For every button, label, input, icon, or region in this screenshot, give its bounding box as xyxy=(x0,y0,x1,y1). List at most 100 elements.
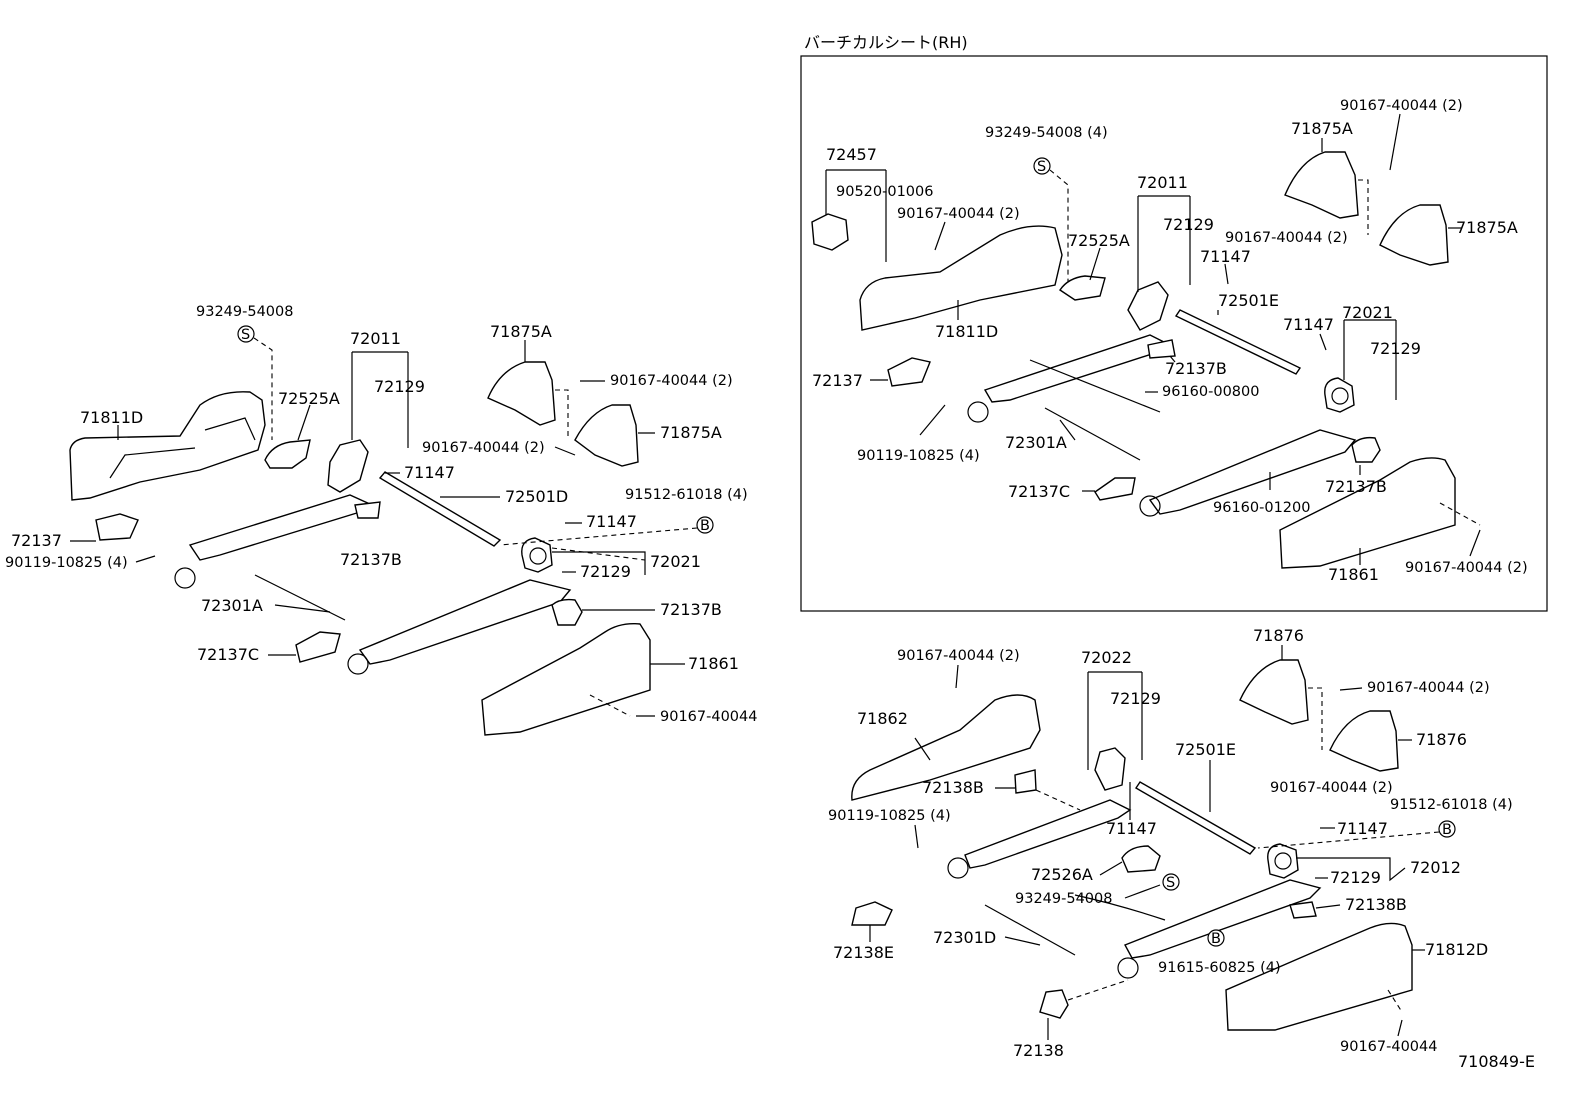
lower-part-72301d-cable xyxy=(984,904,1076,956)
rh-label-72129-b: 72129 xyxy=(1370,339,1421,358)
leader-72021-dash xyxy=(551,547,646,561)
lower-label-71147-a: 71147 xyxy=(1106,819,1157,838)
label-90167-40044-2b: 90167-40044 (2) xyxy=(422,440,545,456)
lower-label-72138b-2: 72138B xyxy=(1345,895,1407,914)
lower-label-72022: 72022 xyxy=(1081,648,1132,667)
part-72137-shape xyxy=(95,513,139,541)
rh-section-title: バーチカルシート(RH) xyxy=(804,33,968,52)
leader-72021 xyxy=(552,551,646,575)
rh-leader-90119 xyxy=(919,404,946,436)
label-72525a: 72525A xyxy=(278,389,340,408)
lower-label-72138: 72138 xyxy=(1013,1041,1064,1060)
lower-part-72138b-lower-shape xyxy=(1289,901,1317,919)
rh-label-72021: 72021 xyxy=(1342,303,1393,322)
part-71875a-upper-shape xyxy=(487,361,556,426)
lower-leader-90119 xyxy=(914,824,919,849)
rh-leader-90167-a xyxy=(1389,113,1401,171)
lower-part-72022-shape xyxy=(1094,747,1126,791)
lower-part-71862-shape xyxy=(851,694,1041,801)
lower-label-72526a: 72526A xyxy=(1031,865,1093,884)
rh-part-71875a-lower-shape xyxy=(1379,204,1449,266)
rh-part-71811d-shape xyxy=(859,225,1063,331)
rh-leader-71147a xyxy=(1224,263,1229,285)
leader-71875a-dash xyxy=(555,389,569,440)
lower-part-72501e-rod xyxy=(1135,781,1257,855)
lower-leader-71876-dash xyxy=(1308,687,1323,750)
lower-leader-71862 xyxy=(914,737,931,761)
rh-label-72137c: 72137C xyxy=(1008,482,1070,501)
leader-72301a xyxy=(274,604,331,613)
label-72129-b: 72129 xyxy=(580,562,631,581)
label-72137c: 72137C xyxy=(197,645,259,664)
s-symbol-lower xyxy=(1162,873,1180,891)
rh-part-72501e-rod xyxy=(1174,309,1302,375)
rh-label-72137: 72137 xyxy=(812,371,863,390)
rh-label-96160-01200: 96160-01200 xyxy=(1213,500,1311,516)
b-symbol-left xyxy=(696,516,714,534)
b-symbol-left-letter: B xyxy=(700,518,710,534)
rh-label-72501e: 72501E xyxy=(1218,291,1279,310)
rh-part-lower-rail xyxy=(1148,429,1357,515)
lower-label-91512-61018: 91512-61018 (4) xyxy=(1390,797,1513,813)
leader-s-left xyxy=(253,337,273,440)
lower-label-72138b-1: 72138B xyxy=(922,778,984,797)
rh-label-72457: 72457 xyxy=(826,145,877,164)
lower-part-lower-rail xyxy=(1124,879,1322,959)
leader-72525a xyxy=(297,404,311,441)
b-symbol-lower-right xyxy=(1438,820,1456,838)
lower-label-91615-60825: 91615-60825 (4) xyxy=(1158,960,1281,976)
rh-leader-72457 xyxy=(825,169,887,262)
lower-label-71876-b: 71876 xyxy=(1416,730,1467,749)
rh-leader-72021 xyxy=(1343,319,1397,400)
part-72501d-rod xyxy=(378,471,502,547)
rh-label-72011: 72011 xyxy=(1137,173,1188,192)
label-71811d: 71811D xyxy=(80,408,143,427)
s-symbol-left-letter: S xyxy=(241,327,250,343)
rh-part-72137c-shape xyxy=(1094,477,1136,501)
part-72021-hub xyxy=(529,547,547,565)
rh-leader-90167-d xyxy=(1439,502,1481,526)
rh-part-72457-shape xyxy=(811,213,849,251)
rh-leader-90167-d-tail xyxy=(1469,529,1481,557)
rh-label-71147-a: 71147 xyxy=(1200,247,1251,266)
lower-part-71812d-shape xyxy=(1225,922,1413,1031)
lower-label-90167-40044: 90167-40044 xyxy=(1340,1039,1438,1055)
label-93249-54008: 93249-54008 xyxy=(196,304,294,320)
left-assembly: S B 93249-54008 72011 72129 71811D 72525… xyxy=(5,304,758,736)
label-71875a-1: 71875A xyxy=(490,322,552,341)
part-72011-shape xyxy=(327,439,369,493)
rh-label-93249-54008: 93249-54008 (4) xyxy=(985,125,1108,141)
rh-part-front-foot xyxy=(967,401,989,423)
label-72129-a: 72129 xyxy=(374,377,425,396)
rh-label-71861: 71861 xyxy=(1328,565,1379,584)
part-72021-shape xyxy=(521,537,553,573)
rh-label-96160-00800: 96160-00800 xyxy=(1162,384,1260,400)
rh-label-72525a: 72525A xyxy=(1068,231,1130,250)
rh-part-72021-shape xyxy=(1324,377,1355,413)
lower-leader-b-right xyxy=(1257,831,1440,849)
part-72525a-shape xyxy=(264,439,311,469)
rh-leader-90167-b xyxy=(934,221,946,251)
s-symbol-lower-letter: S xyxy=(1166,875,1175,891)
s-symbol-rh xyxy=(1033,157,1051,175)
lower-leader-90167 xyxy=(1397,1019,1403,1037)
b-symbol-lower-letter: B xyxy=(1211,931,1221,947)
lower-leader-90167-b xyxy=(955,664,959,689)
lower-leader-72138b-dash xyxy=(1035,789,1081,811)
lower-leader-72301d xyxy=(1004,936,1041,946)
rh-label-90167-40044-2d: 90167-40044 (2) xyxy=(1405,560,1528,576)
leader-90167-b xyxy=(554,446,576,456)
rh-label-90520-01006: 90520-01006 xyxy=(836,184,934,200)
rh-label-72129-a: 72129 xyxy=(1163,215,1214,234)
lower-part-upper-rail xyxy=(964,799,1132,869)
part-71875a-lower-shape xyxy=(574,404,639,467)
lower-label-90167-40044-2a: 90167-40044 (2) xyxy=(1367,680,1490,696)
rh-label-72137b-2: 72137B xyxy=(1325,477,1387,496)
rh-part-72525a-shape xyxy=(1059,275,1106,301)
lower-part-71876-upper-shape xyxy=(1239,659,1309,725)
rh-part-72011-shape xyxy=(1127,281,1169,331)
lower-label-90167-40044-2c: 90167-40044 (2) xyxy=(1270,780,1393,796)
leader-b-left xyxy=(499,527,698,546)
lower-leader-72138b-2 xyxy=(1315,904,1341,909)
